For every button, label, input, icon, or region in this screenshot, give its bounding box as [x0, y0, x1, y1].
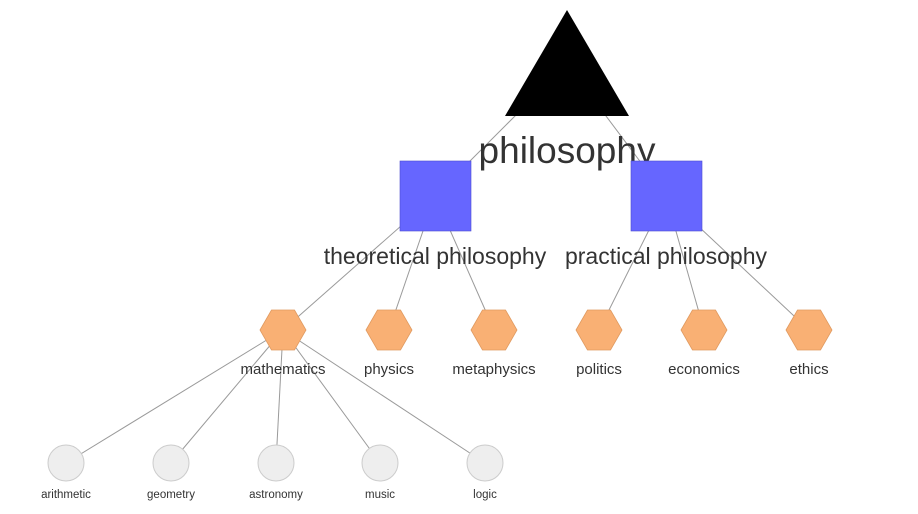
node-philosophy[interactable]: philosophy — [479, 10, 656, 171]
hexagon-shape — [575, 309, 623, 351]
hexagon-shape — [680, 309, 728, 351]
square-shape — [630, 160, 703, 232]
edge — [65, 329, 284, 464]
square-shape — [399, 160, 472, 232]
node-label: logic — [473, 489, 497, 501]
node-economics[interactable]: economics — [668, 309, 740, 378]
node-label: philosophy — [479, 130, 656, 171]
circle-shape — [361, 444, 399, 482]
node-music[interactable]: music — [361, 444, 399, 501]
node-label: practical philosophy — [565, 243, 768, 269]
node-mathematics[interactable]: mathematics — [240, 309, 326, 378]
node-logic[interactable]: logic — [466, 444, 504, 501]
node-label: astronomy — [249, 489, 303, 501]
circle-shape — [466, 444, 504, 482]
edge — [282, 329, 381, 464]
hexagon-shape — [470, 309, 518, 351]
node-arithmetic[interactable]: arithmetic — [41, 444, 91, 501]
edge — [282, 329, 486, 464]
node-label: metaphysics — [452, 361, 535, 378]
triangle-shape — [505, 10, 629, 116]
node-politics[interactable]: politics — [575, 309, 623, 378]
node-practical-philosophy[interactable]: practical philosophy — [565, 160, 768, 269]
circle-shape — [47, 444, 85, 482]
hexagon-shape — [365, 309, 413, 351]
node-geometry[interactable]: geometry — [147, 444, 195, 501]
node-label: politics — [576, 361, 622, 378]
node-label: geometry — [147, 489, 195, 501]
node-label: music — [365, 489, 395, 501]
node-ethics[interactable]: ethics — [785, 309, 833, 378]
nodes: philosophy theoretical philosophy mathemat… — [41, 10, 833, 501]
circle-shape — [152, 444, 190, 482]
node-label: ethics — [789, 361, 828, 378]
node-theoretical-philosophy[interactable]: theoretical philosophy — [324, 160, 547, 269]
edge — [170, 329, 284, 464]
node-label: physics — [364, 361, 414, 378]
node-label: arithmetic — [41, 489, 91, 501]
edge — [275, 329, 284, 464]
hexagon-shape — [785, 309, 833, 351]
node-label: theoretical philosophy — [324, 243, 547, 269]
node-physics[interactable]: physics — [364, 309, 414, 378]
node-label: mathematics — [240, 361, 325, 378]
node-astronomy[interactable]: astronomy — [249, 444, 303, 501]
node-label: economics — [668, 361, 740, 378]
circle-shape — [257, 444, 295, 482]
hexagon-shape — [259, 309, 307, 351]
node-metaphysics[interactable]: metaphysics — [452, 309, 536, 378]
